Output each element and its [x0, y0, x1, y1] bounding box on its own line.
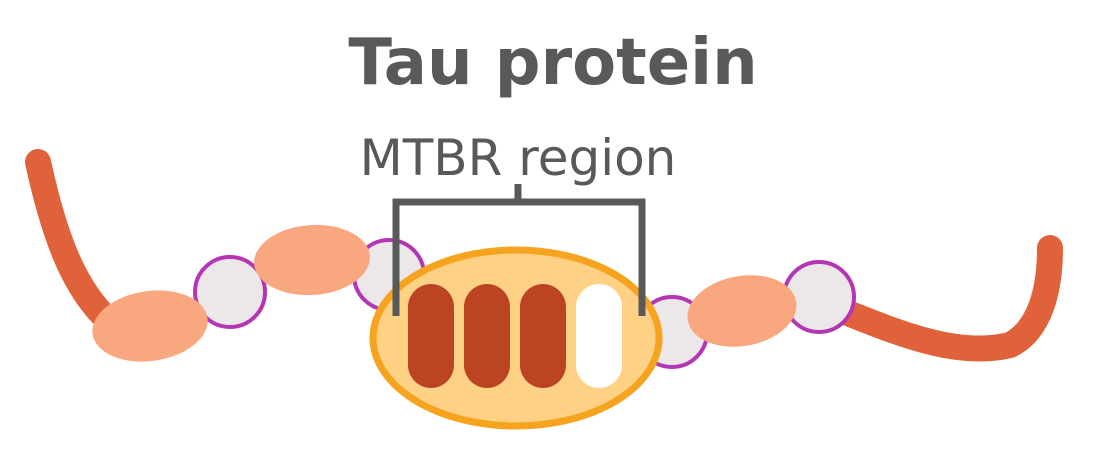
chain-right-tail — [797, 235, 1063, 362]
mtbr-region-label: MTBR region — [360, 129, 677, 187]
repeat-4 — [576, 284, 622, 388]
repeat-1 — [408, 284, 454, 388]
repeat-2 — [464, 284, 510, 388]
bead-ellipse-right-1 — [687, 275, 797, 347]
bead-ellipse-left-1 — [92, 290, 208, 362]
diagram-title: Tau protein — [348, 26, 757, 100]
repeat-3 — [520, 284, 566, 388]
bead-ellipse-left-2 — [254, 224, 370, 296]
mtbr-bracket — [392, 184, 646, 316]
chain-left-tail — [25, 149, 123, 335]
bead-circle-left-1 — [193, 255, 267, 329]
mtbr-repeats — [408, 284, 622, 388]
